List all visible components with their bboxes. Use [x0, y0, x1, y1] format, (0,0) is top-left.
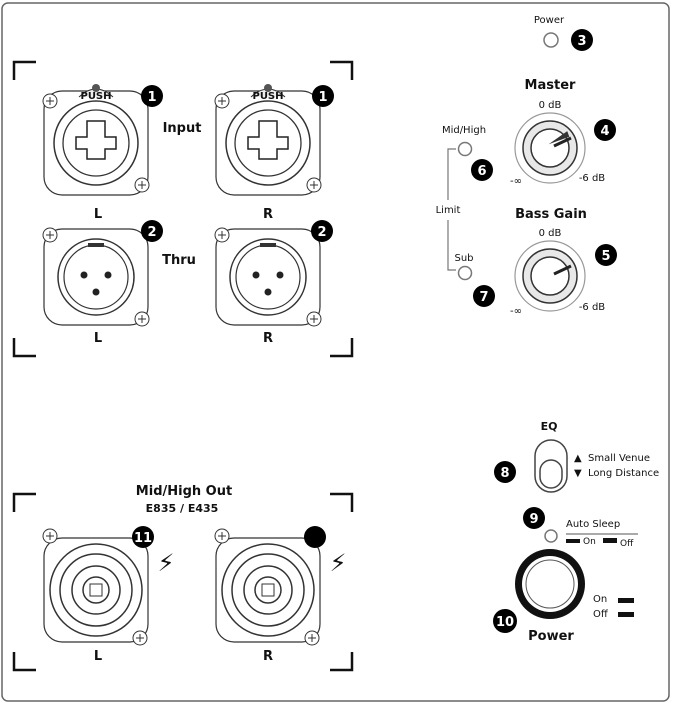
svg-text:10: 10	[496, 615, 514, 630]
bass-gain-badge: 5	[595, 244, 617, 266]
thru-left-xlr-connector[interactable]	[42, 227, 150, 327]
screw-icon	[42, 227, 58, 243]
screw-icon	[214, 93, 230, 109]
svg-text:4: 4	[600, 124, 609, 139]
svg-text:2: 2	[317, 225, 326, 240]
limit-mid-high-badge: 6	[471, 159, 493, 181]
power-off-label: Off	[593, 609, 609, 620]
thru-right-xlr-connector[interactable]	[214, 227, 322, 327]
bass-gain-knob[interactable]	[514, 240, 586, 312]
input-label: Input	[163, 121, 202, 136]
mid-high-out-left-label: L	[94, 649, 102, 664]
eq-small-venue-label: Small Venue	[588, 453, 650, 464]
power-off-icon	[618, 612, 634, 617]
auto-sleep-label: Auto Sleep	[566, 519, 620, 530]
auto-sleep-on-label: On	[583, 537, 596, 547]
mid-high-out-left-speakon-connector[interactable]	[42, 528, 149, 646]
eq-badge: 8	[494, 461, 516, 483]
bass-gain-max-label: -6 dB	[579, 302, 605, 313]
power-switch-button[interactable]	[515, 549, 585, 619]
screw-icon	[42, 528, 58, 544]
auto-sleep-switch[interactable]	[566, 533, 638, 543]
push-tab-label-right: PUSH	[252, 91, 283, 102]
svg-text:9: 9	[529, 512, 538, 527]
input-thru-bracket	[12, 60, 354, 358]
svg-text:2: 2	[147, 225, 156, 240]
thru-badge-left: 2	[141, 220, 163, 242]
svg-text:8: 8	[500, 466, 509, 481]
bass-gain-top-label: 0 dB	[539, 228, 562, 239]
limit-sub-badge: 7	[473, 285, 495, 307]
svg-text:3: 3	[577, 34, 586, 49]
power-switch-badge: 10	[493, 609, 517, 633]
eq-down-arrow-icon: ▼	[574, 468, 582, 479]
bass-gain-title: Bass Gain	[515, 207, 587, 222]
svg-text:5: 5	[601, 249, 610, 264]
input-badge-right: 1	[312, 85, 334, 107]
svg-text:1: 1	[147, 90, 156, 105]
limit-mid-high-label: Mid/High	[442, 125, 486, 136]
thru-right-label: R	[263, 331, 273, 346]
auto-sleep-off-label: Off	[620, 539, 634, 549]
screw-icon	[306, 177, 322, 193]
thru-left-label: L	[94, 331, 102, 346]
mid-high-out-right-label: R	[263, 649, 273, 664]
master-max-label: -6 dB	[579, 173, 605, 184]
input-badge-left: 1	[141, 85, 163, 107]
master-top-label: 0 dB	[539, 100, 562, 111]
screw-icon	[134, 177, 150, 193]
mid-high-out-badge-right	[304, 526, 326, 548]
power-switch-label: Power	[528, 629, 574, 644]
input-right-combo-connector[interactable]: PUSH	[214, 84, 322, 196]
power-on-label: On	[593, 594, 607, 605]
mid-high-out-badge-left: 11	[132, 526, 154, 548]
input-left-label: L	[94, 207, 102, 222]
screw-icon	[134, 311, 150, 327]
mid-high-out-right-speakon-connector[interactable]	[214, 528, 321, 646]
auto-sleep-led	[544, 529, 558, 543]
limit-sub-label: Sub	[454, 253, 473, 264]
limit-label: Limit	[436, 205, 461, 216]
mid-high-out-models: E835 / E435	[146, 502, 219, 515]
limit-mid-high-led	[457, 141, 473, 157]
screw-icon	[132, 630, 148, 646]
screw-icon	[304, 630, 320, 646]
eq-long-distance-label: Long Distance	[588, 468, 659, 479]
limit-sub-led	[457, 265, 473, 281]
push-tab-label-left: PUSH	[80, 91, 111, 102]
input-left-combo-connector[interactable]: PUSH	[42, 84, 150, 196]
bass-gain-min-label: -∞	[510, 306, 522, 317]
svg-text:6: 6	[477, 164, 486, 179]
input-right-label: R	[263, 207, 273, 222]
svg-text:1: 1	[318, 90, 327, 105]
svg-text:11: 11	[134, 531, 152, 546]
master-badge: 4	[594, 119, 616, 141]
power-led-indicator	[543, 32, 559, 48]
mid-high-out-label: Mid/High Out	[136, 484, 232, 499]
svg-text:7: 7	[479, 290, 488, 305]
master-title: Master	[525, 78, 576, 93]
screw-icon	[42, 93, 58, 109]
power-led-badge: 3	[571, 29, 593, 51]
eq-up-arrow-icon: ▲	[574, 453, 582, 464]
limit-bracket-bottom	[447, 220, 456, 271]
master-knob[interactable]	[514, 112, 586, 184]
mid-high-out-bracket	[12, 492, 354, 672]
eq-toggle-switch[interactable]	[534, 439, 568, 493]
screw-icon	[306, 311, 322, 327]
auto-sleep-badge: 9	[523, 507, 545, 529]
thru-label: Thru	[162, 253, 196, 268]
power-on-icon	[618, 598, 634, 603]
limit-bracket-top	[447, 148, 456, 200]
thru-badge-right: 2	[311, 220, 333, 242]
screw-icon	[214, 227, 230, 243]
lightning-bolt-icon: ⚡	[158, 549, 175, 577]
screw-icon	[214, 528, 230, 544]
eq-label: EQ	[541, 420, 558, 433]
power-led-label: Power	[534, 15, 565, 26]
master-min-label: -∞	[510, 176, 522, 187]
lightning-bolt-icon: ⚡	[330, 549, 347, 577]
